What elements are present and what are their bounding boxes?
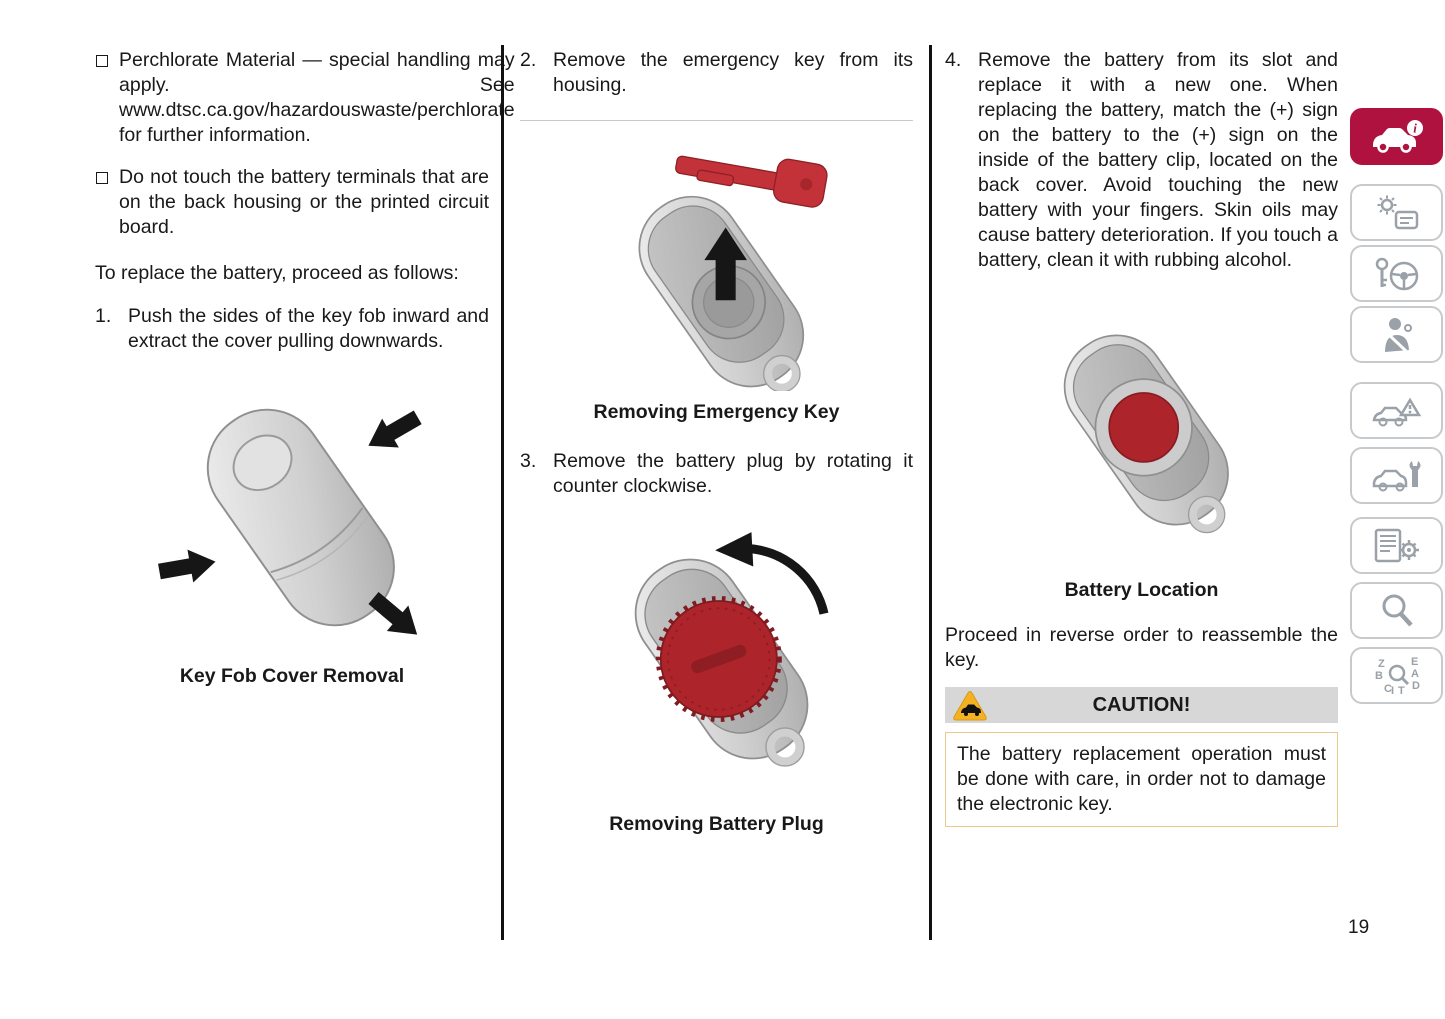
checkbox-bullet-icon — [96, 55, 108, 67]
step-1: 1. Push the sides of the key fob inward … — [95, 304, 489, 354]
column-divider — [501, 45, 504, 940]
caution-warning-icon — [950, 689, 990, 728]
step-4-text: Remove the battery from its slot and rep… — [978, 49, 1338, 271]
figure-battery-location — [945, 305, 1338, 562]
step-4-number: 4. — [945, 49, 962, 71]
figure-removing-battery-plug — [520, 523, 913, 802]
removing-battery-plug-illustration — [634, 532, 828, 767]
service-maintenance-icon — [1372, 460, 1420, 491]
step-2-number: 2. — [520, 49, 537, 71]
checkbox-bullet-icon — [96, 172, 108, 184]
bullet-terminals-text: Do not touch the battery terminals that … — [119, 166, 489, 238]
caution-box: The battery replacement operation must b… — [945, 732, 1338, 827]
occupant-safety-icon — [1384, 317, 1412, 352]
column-2: 2. Remove the emergency key from its hou… — [520, 48, 913, 837]
ignition-steering-icon — [1375, 257, 1418, 290]
column-divider — [929, 45, 932, 940]
svg-text:D: D — [1412, 680, 1420, 692]
lights-display-icon — [1377, 195, 1418, 229]
bullet-perchlorate-text: Perchlorate Material — special handling … — [119, 49, 515, 146]
battery-location-illustration — [1063, 334, 1229, 534]
figure-caption: Removing Emergency Key — [593, 401, 840, 423]
technical-data-icon — [1374, 528, 1419, 562]
sidebar-tab-occupant-safety[interactable] — [1350, 306, 1443, 363]
sidebar-tab-technical-data[interactable] — [1350, 517, 1443, 574]
svg-text:Z: Z — [1378, 658, 1385, 670]
step-3: 3. Remove the battery plug by rotating i… — [520, 449, 913, 499]
column-1: Perchlorate Material — special handling … — [95, 48, 515, 689]
step-2-text: Remove the emergency key from its housin… — [553, 49, 913, 96]
car-info-icon: i — [1372, 119, 1423, 153]
sidebar-tab-maintenance[interactable] — [1350, 447, 1443, 504]
intro-paragraph: To replace the battery, proceed as follo… — [95, 262, 459, 284]
sidebar-tab-emergency[interactable] — [1350, 382, 1443, 439]
figure-top-rule — [520, 120, 913, 121]
figure-caption: Key Fob Cover Removal — [179, 665, 405, 687]
key-fob-cover-removal-illustration — [158, 408, 422, 635]
sidebar-tab-ignition-steering[interactable] — [1350, 245, 1443, 302]
sidebar-tab-vehicle-info[interactable]: i — [1350, 108, 1443, 165]
figure-caption: Removing Battery Plug — [609, 813, 824, 835]
reassemble-paragraph: Proceed in reverse order to reassemble t… — [945, 624, 1338, 671]
bullet-perchlorate: Perchlorate Material — special handling … — [95, 48, 515, 148]
svg-text:B: B — [1375, 670, 1383, 682]
svg-text:A: A — [1411, 668, 1419, 680]
column-3: 4. Remove the battery from its slot and … — [945, 48, 1338, 827]
emergency-warning-icon — [1372, 397, 1421, 426]
svg-text:T: T — [1398, 685, 1405, 697]
figure-key-fob-cover-removal — [95, 380, 489, 662]
step-1-text: Push the sides of the key fob inward and… — [128, 305, 489, 352]
step-3-text: Remove the battery plug by rotating it c… — [553, 450, 913, 497]
svg-text:C: C — [1384, 683, 1392, 695]
svg-text:i: i — [1413, 120, 1417, 135]
search-icon — [1382, 594, 1413, 627]
step-1-number: 1. — [95, 305, 112, 327]
bullet-terminals: Do not touch the battery terminals that … — [95, 165, 489, 240]
figure-caption: Battery Location — [1064, 579, 1219, 601]
svg-text:I: I — [1391, 685, 1394, 697]
removing-emergency-key-illustration — [638, 155, 828, 393]
caution-header: CAUTION! — [945, 687, 1338, 723]
step-4: 4. Remove the battery from its slot and … — [945, 48, 1338, 273]
sidebar-tab-search[interactable] — [1350, 582, 1443, 639]
step-3-number: 3. — [520, 450, 537, 472]
caution-title: CAUTION! — [1092, 693, 1191, 716]
sidebar-tab-lights-display[interactable] — [1350, 184, 1443, 241]
step-2: 2. Remove the emergency key from its hou… — [520, 48, 913, 98]
figure-removing-emergency-key — [520, 123, 913, 398]
svg-text:E: E — [1411, 656, 1418, 668]
page-number: 19 — [1348, 917, 1370, 938]
